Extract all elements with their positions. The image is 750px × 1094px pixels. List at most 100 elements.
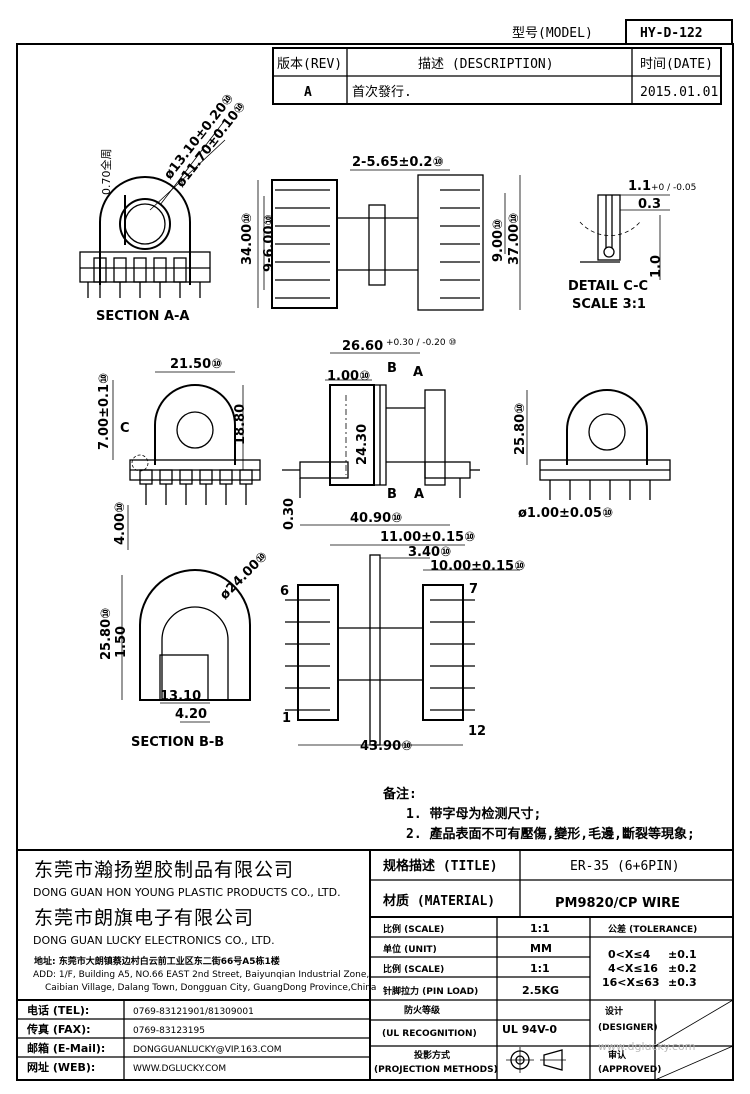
material-label: 材质 (MATERIAL) [383,893,495,909]
side-section-view: 26.60 +0.30 / -0.20 ⑩ 1.00⑩ 24.30 0.30 4… [282,338,480,530]
dim-2150: 21.50⑩ [170,357,222,372]
dim-11: 1.1 [628,179,651,194]
dim-4090: 40.90⑩ [350,511,402,526]
dim-150: 1.50 [114,626,129,658]
detail-cc-view: 1.1 +0 / -0.05 0.3 1.0 DETAIL C-C SCALE … [568,179,696,312]
sheet-border [16,43,734,1081]
dim-9600: 9-6.00⑩ [262,214,277,272]
dim-3700: 37.00⑩ [507,213,522,265]
material-value: PM9820/CP WIRE [555,896,680,911]
dim-700: 7.00±0.1⑩ [97,373,112,450]
scale-31-label: SCALE 3:1 [572,297,646,312]
top-view: 11.00±0.15⑩ 3.40⑩ 10.00±0.15⑩ 43.90⑩ 1 6… [280,530,525,754]
section-aa-view: SECTION A-A 0.70全周 ø13.10±0.20⑩ ø11.70±0… [79,91,249,324]
label-a-top: A [413,365,423,380]
tol-3-value: ±0.3 [668,976,697,989]
dim-2660: 26.60 [342,339,383,354]
pinload-value: 2.5KG [522,984,559,997]
revision-table: 版本(REV) 描述 (DESCRIPTION) 时间(DATE) A 首次發行… [272,47,722,105]
pin-label-1: 1 [282,711,291,726]
unit-label: 单位 (UNIT) [383,943,437,955]
address-en-1: ADD: 1/F, Building A5, NO.66 EAST 2nd St… [33,970,369,980]
tol-1-value: ±0.1 [668,948,697,961]
detail-cc-label: DETAIL C-C [568,279,648,294]
title-label: 规格描述 (TITLE) [383,858,498,874]
unit-value: MM [530,942,552,955]
label-a-bottom: A [414,487,424,502]
tol-2-range: 4<X≤16 [608,962,658,975]
tol-2-value: ±0.2 [668,962,697,975]
dim-2660-tol: +0.30 / -0.20 ⑩ [386,338,457,348]
tolerance-label: 公差 (TOLERANCE) [608,923,697,935]
dim-070: 0.70全周 [99,149,113,196]
notes-title: 备注: [382,786,417,802]
dim-11-tol: +0 / -0.05 [651,183,696,193]
projection-symbol-icon [506,1047,566,1073]
web-label: 网址 (WEB): [27,1060,95,1074]
approved-label-1: 审认 [608,1049,627,1061]
company-en-1: DONG GUAN HON YOUNG PLASTIC PRODUCTS CO.… [33,886,341,899]
dim-340: 3.40⑩ [408,545,451,560]
dim-2400: ø24.00⑩ [217,549,271,603]
pin-label-6: 6 [280,584,289,599]
company-en-2: DONG GUAN LUCKY ELECTRONICS CO., LTD. [33,934,275,947]
dim-1000: 10.00±0.15⑩ [430,559,525,574]
dim-1310b: 13.10 [160,689,201,704]
designer-label-1: 设计 [605,1005,623,1017]
dim-100: 1.00⑩ [327,369,370,384]
scale2-label: 比例 (SCALE) [383,963,444,975]
side-view: 2-5.65±0.2⑩ 34.00⑩ 9-6.00⑩ 9.00⑩ 37.00⑩ [240,155,522,311]
section-bb-label: SECTION B-B [131,735,224,750]
tol-1-range: 0<X≤4 [608,948,651,961]
dim-10: 1.0 [649,255,664,278]
section-bb-view: ø24.00⑩ 25.80⑩ 1.50 13.10 4.20 SECTION B… [99,549,271,750]
label-c: C [120,421,130,436]
date-label: 时间(DATE) [640,57,713,72]
date-value: 2015.01.01 [640,85,718,100]
notes: 备注: 1. 带字母为检测尺寸; 2. 產品表面不可有壓傷,變形,毛邊,斷裂等現… [382,786,695,842]
front-view: 21.50⑩ 7.00±0.1⑩ 18.80 4.00⑩ C [97,357,261,550]
dim-1100: 11.00±0.15⑩ [380,530,475,545]
dim-2580b: 25.80⑩ [99,608,114,660]
scale2-value: 1:1 [530,962,550,975]
designer-label-2: (DESIGNER) [598,1023,658,1033]
rev-label: 版本(REV) [277,57,342,72]
fax-label: 传真 (FAX): [26,1022,91,1036]
section-aa-label: SECTION A-A [96,309,189,324]
dim-3400: 34.00⑩ [240,213,255,265]
pinload-label: 针脚拉力 (PIN LOAD) [383,985,478,997]
ul-label-1: 防火等级 [404,1004,441,1016]
dim-1880: 18.80 [233,404,248,445]
mail-label: 邮箱 (E-Mail): [27,1041,105,1055]
web-value: WWW.DGLUCKY.COM [133,1064,226,1074]
company-cn-1: 东莞市瀚扬塑胶制品有限公司 [34,859,294,881]
dim-pin: ø1.00±0.05⑩ [518,506,613,521]
address-en-2: Caibian Village, Dalang Town, Dongguan C… [45,983,376,993]
mail-value: DONGGUANLUCKY@VIP.163.COM [133,1045,282,1055]
dim-420: 4.20 [175,707,207,722]
watermark: www.dglucky.com [598,1040,695,1053]
scale-label: 比例 (SCALE) [383,923,444,935]
tol-3-range: 16<X≤63 [602,976,660,989]
pin-label-12: 12 [468,724,486,739]
desc-value: 首次發行. [352,84,412,100]
tel-value: 0769-83121901/81309001 [133,1007,254,1017]
dim-4390: 43.90⑩ [360,739,412,754]
model-header: 型号(MODEL) HY-D-122 [512,19,733,45]
label-b-bottom: B [387,487,397,502]
desc-label: 描述 (DESCRIPTION) [418,57,554,72]
dim-2580a: 25.80⑩ [513,403,528,455]
proj-label-2: (PROJECTION METHODS) [374,1065,498,1075]
model-label: 型号(MODEL) [512,26,593,41]
title-value: ER-35 (6+6PIN) [570,859,680,874]
ul-value: UL 94V-0 [502,1023,557,1036]
dim-030: 0.30 [282,498,297,530]
fax-value: 0769-83123195 [133,1026,205,1036]
rev-value: A [304,85,312,100]
tel-label: 电话 (TEL): [27,1003,89,1017]
dim-400: 4.00⑩ [113,502,128,545]
label-b-top: B [387,361,397,376]
dim-03: 0.3 [638,197,661,212]
address-cn: 地址: 东莞市大朗镇蔡边村白云前工业区东二街66号A5栋1楼 [34,955,280,967]
ul-label-2: (UL RECOGNITION) [382,1029,477,1039]
